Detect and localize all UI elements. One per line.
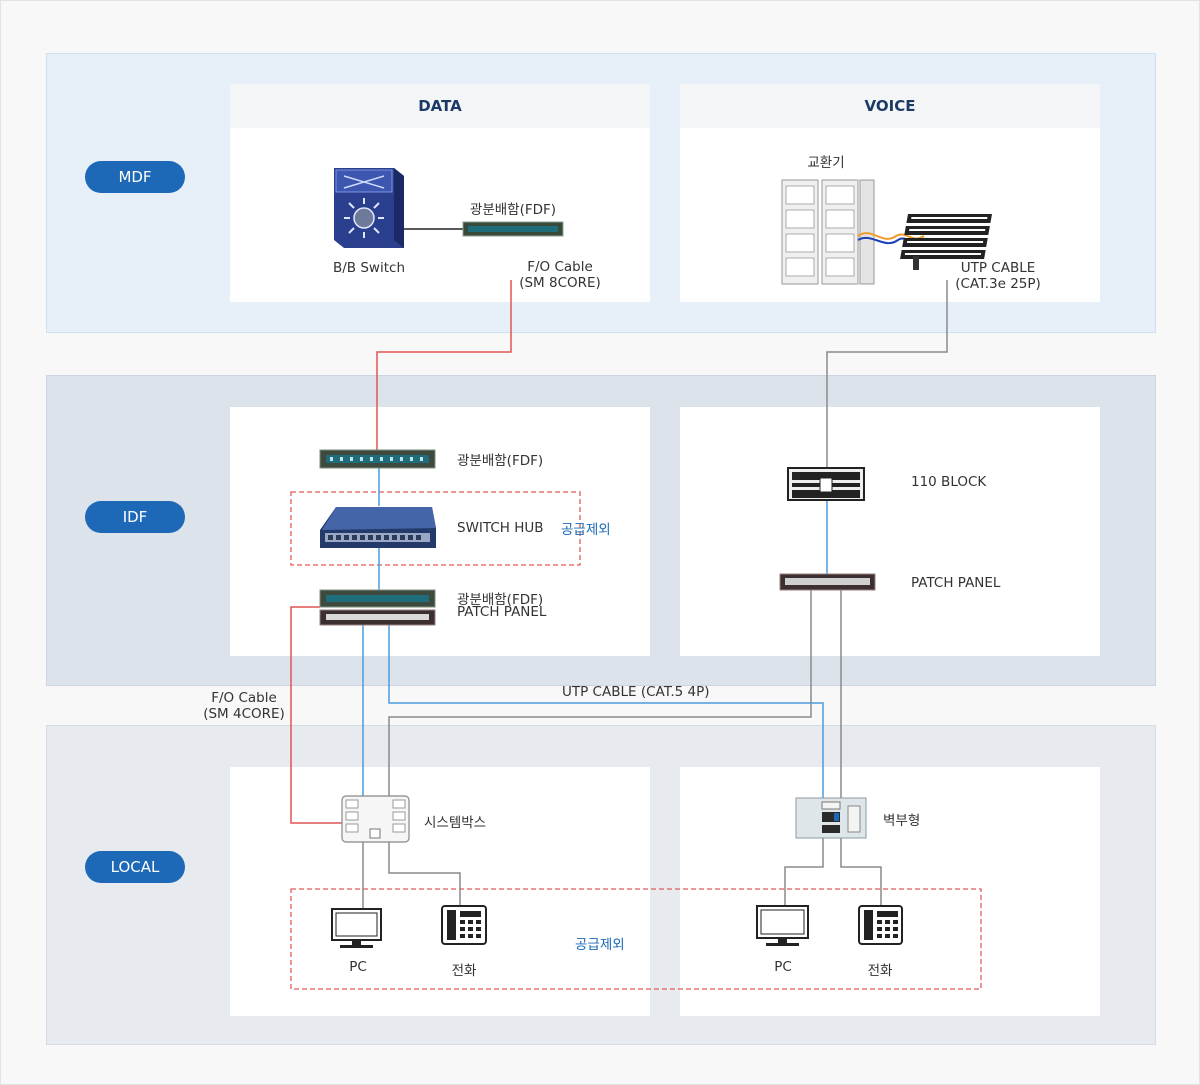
fo-cable-8core-label-1: F/O Cable: [527, 259, 593, 275]
mdf-data-card: DATA: [230, 84, 650, 302]
wall-type-icon: [795, 797, 867, 839]
pc-label-1: PC: [349, 959, 367, 975]
utp-blue-to-walltype: [388, 624, 824, 798]
walltype-to-pc: [784, 838, 824, 906]
mdf-zone-label: MDF: [85, 161, 185, 193]
phone-icon-1: [441, 905, 487, 945]
local-zone-label: LOCAL: [85, 851, 185, 883]
voice-card-title: VOICE: [680, 84, 1100, 128]
utp-25p-label-2: (CAT.3e 25P): [955, 276, 1041, 292]
switch-hub-label: SWITCH HUB: [457, 520, 544, 536]
data-card-title: DATA: [230, 84, 650, 128]
fiber-idf-local: [290, 606, 345, 824]
block-110-icon: [787, 467, 865, 501]
system-box-icon: [341, 795, 410, 843]
switch-hub-excluded-box: [290, 491, 581, 566]
local-excluded-box: [290, 888, 982, 990]
voice-patch-panel-icon: [779, 573, 876, 591]
local-data-card: [230, 767, 650, 1016]
fo-cable-8core-label-2: (SM 8CORE): [519, 275, 601, 291]
block-110-label: 110 BLOCK: [911, 474, 987, 490]
idf-voice-card: [680, 407, 1100, 656]
fo-cable-4core-label-2: (SM 4CORE): [203, 706, 285, 722]
fo-cable-4core-label-1: F/O Cable: [211, 690, 277, 706]
switch-hub-excluded-label: 공급제외: [561, 522, 611, 538]
idf-fdf-label: 광분배함(FDF): [457, 453, 544, 469]
utp-25p-label-1: UTP CABLE: [960, 260, 1036, 276]
switch-hub-icon: [320, 507, 436, 548]
exchange-icon: [781, 179, 925, 285]
bb-switch-icon: [334, 168, 404, 248]
utp-mdf-idf: [826, 280, 948, 468]
pc-icon-1: [331, 908, 382, 948]
bb-switch-label: B/B Switch: [333, 260, 405, 276]
exchange-label: 교환기: [807, 155, 845, 171]
utp-rack-icon: [900, 214, 992, 270]
phone-label-1: 전화: [451, 963, 477, 979]
voice-patch-panel-label: PATCH PANEL: [911, 575, 1001, 591]
pc-icon-2: [756, 905, 809, 946]
mdf-fdf-label: 광분배함(FDF): [469, 202, 557, 218]
local-voice-card: [680, 767, 1100, 1016]
utp-cat5-label: UTP CABLE (CAT.5 4P): [562, 684, 710, 700]
idf-fdf-icon: [319, 449, 436, 469]
phone-label-2: 전화: [867, 963, 893, 979]
idf-fdf-patch-label-2: PATCH PANEL: [457, 604, 547, 620]
wall-type-label: 벽부형: [883, 813, 921, 829]
walltype-to-phone: [840, 838, 882, 906]
fiber-mdf-idf: [376, 280, 512, 450]
systembox-to-phone: [388, 842, 461, 906]
idf-fdf-patch-label-1: 광분배함(FDF): [457, 592, 544, 608]
pc-label-2: PC: [774, 959, 792, 975]
idf-zone-label: IDF: [85, 501, 185, 533]
utp-gray-to-systembox: [388, 590, 812, 796]
mdf-fdf-icon: [462, 221, 564, 237]
mdf-voice-card: VOICE: [680, 84, 1100, 302]
local-excluded-label: 공급제외: [575, 937, 625, 953]
system-box-label: 시스템박스: [424, 815, 487, 831]
phone-icon-2: [858, 905, 903, 945]
idf-fdf-patch-icon: [319, 589, 436, 626]
